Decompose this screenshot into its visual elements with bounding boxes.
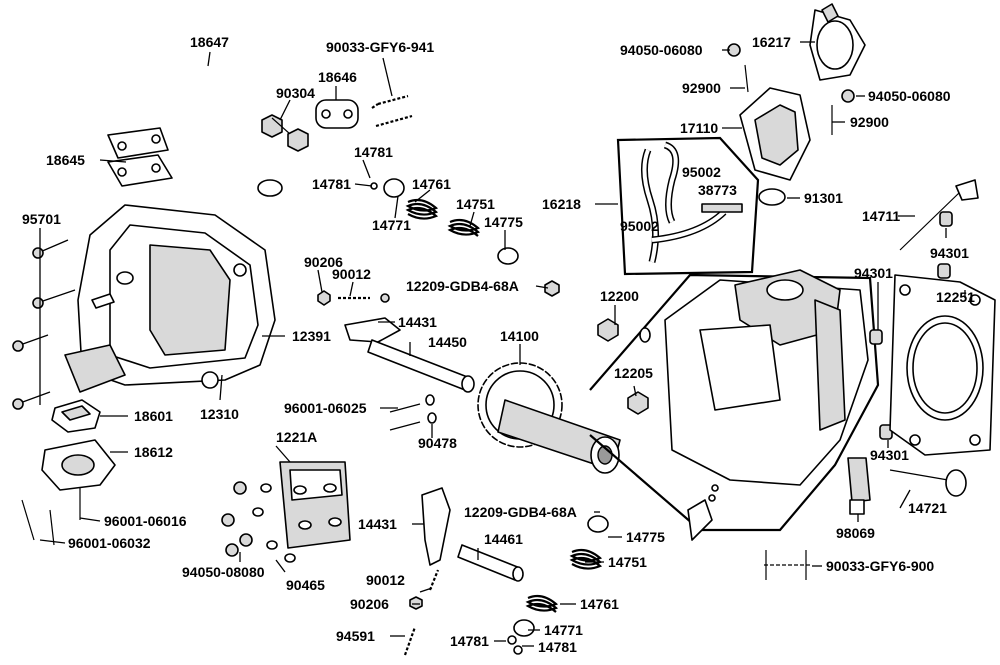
leader-lines [39, 41, 966, 647]
label-90033-gfy6-900: 90033-GFY6-900 [826, 558, 934, 574]
label-1221a: 1221A [276, 429, 317, 445]
adjuster-lower-drawing [403, 569, 440, 656]
label-18647: 18647 [190, 34, 229, 50]
label-90206-upper: 90206 [304, 254, 343, 270]
label-14781-lower-a: 14781 [450, 633, 489, 649]
label-96001-06025: 96001-06025 [284, 400, 367, 416]
label-16218: 16218 [542, 196, 581, 212]
adjuster-upper-drawing [317, 280, 560, 306]
label-98069: 98069 [836, 525, 875, 541]
plate-18601-drawing [51, 399, 101, 433]
label-18601: 18601 [134, 408, 173, 424]
label-12391: 12391 [292, 328, 331, 344]
label-92900-b: 92900 [850, 114, 889, 130]
rocker-holder-1221A-drawing [279, 461, 351, 549]
label-14751-lower: 14751 [608, 554, 647, 570]
cylinder-head-12200-drawing [589, 269, 880, 541]
label-14431-upper: 14431 [398, 314, 437, 330]
valve-spring-set-lower-drawing [507, 515, 609, 655]
label-14711: 14711 [862, 208, 900, 224]
label-14100: 14100 [500, 328, 539, 344]
label-94301-b: 94301 [854, 265, 893, 281]
label-96001-06016: 96001-06016 [104, 513, 187, 529]
label-18645: 18645 [46, 152, 85, 168]
part-labels: 18647 90033-GFY6-941 90304 18646 18645 1… [22, 34, 975, 655]
label-14781-lower-b: 14781 [538, 639, 577, 655]
spark-plug-98069-drawing [847, 457, 871, 515]
label-90012-upper: 90012 [332, 266, 371, 282]
label-94050-06080-b: 94050-06080 [868, 88, 951, 104]
label-14721: 14721 [908, 500, 947, 516]
bolts-96001-06025-drawing [389, 394, 437, 431]
label-38773: 38773 [698, 182, 737, 198]
label-14461: 14461 [484, 531, 523, 547]
label-18646: 18646 [318, 69, 357, 85]
label-95002-b: 95002 [620, 218, 659, 234]
breather-pipe-18647-drawing [107, 61, 283, 197]
label-14775-upper: 14775 [484, 214, 523, 230]
rocker-arm-lower-drawing [421, 487, 524, 582]
label-12209-gdb4-68a-upper: 12209-GDB4-68A [406, 278, 519, 294]
studs-90033-900-drawing [764, 550, 812, 580]
label-12251: 12251 [936, 289, 975, 305]
bolts-95701-drawing [12, 239, 76, 410]
nuts-94050-08080-drawing [221, 481, 296, 563]
label-94591: 94591 [336, 628, 375, 644]
label-92900-a: 92900 [682, 80, 721, 96]
label-94050-06080-a: 94050-06080 [620, 42, 703, 58]
label-12205: 12205 [614, 365, 653, 381]
label-90033-gfy6-941: 90033-GFY6-941 [326, 39, 434, 55]
gasket-18645-drawing [107, 154, 173, 187]
label-14781-upper-a: 14781 [354, 144, 393, 160]
label-14775-lower: 14775 [626, 529, 665, 545]
label-12310: 12310 [200, 406, 239, 422]
rocker-arm-upper-drawing [344, 317, 475, 393]
valve-cover-12310-drawing [64, 204, 276, 393]
dowels-94301-drawing [869, 211, 953, 440]
label-95701: 95701 [22, 211, 61, 227]
label-94050-08080: 94050-08080 [182, 564, 265, 580]
valve-14711-drawing [899, 179, 979, 251]
label-14771-lower: 14771 [544, 622, 583, 638]
label-90304: 90304 [276, 85, 315, 101]
valve-spring-set-upper-drawing [370, 178, 519, 265]
studs-90033-941-drawing [371, 94, 413, 128]
label-94301-a: 94301 [930, 245, 969, 261]
label-14761-lower: 14761 [580, 596, 619, 612]
label-14431-lower: 14431 [358, 516, 397, 532]
head-gasket-12251-drawing [889, 274, 996, 456]
bolts-90304-drawing [261, 114, 309, 152]
label-14771-upper: 14771 [372, 217, 411, 233]
label-95002-a: 95002 [682, 164, 721, 180]
valve-14721-drawing [889, 469, 967, 497]
plate-18612-drawing [41, 439, 116, 491]
label-90012-lower: 90012 [366, 572, 405, 588]
intake-manifold-17110-drawing [727, 3, 866, 206]
label-14781-upper-b: 14781 [312, 176, 351, 192]
label-94301-c: 94301 [870, 447, 909, 463]
bolts-96001-drawing [21, 488, 81, 546]
label-14751-upper: 14751 [456, 196, 495, 212]
label-90478: 90478 [418, 435, 457, 451]
hose-set-16218-drawing [616, 136, 760, 276]
label-91301: 91301 [804, 190, 843, 206]
label-17110: 17110 [680, 120, 718, 136]
label-96001-06032: 96001-06032 [68, 535, 151, 551]
label-18612: 18612 [134, 444, 173, 460]
label-14761-upper: 14761 [412, 176, 451, 192]
gasket-18646-drawing [315, 99, 359, 129]
label-90465: 90465 [286, 577, 325, 593]
label-16217: 16217 [752, 34, 791, 50]
label-12209-gdb4-68a-lower: 12209-GDB4-68A [464, 504, 577, 520]
label-12200: 12200 [600, 288, 639, 304]
label-14450: 14450 [428, 334, 467, 350]
label-90206-lower: 90206 [350, 596, 389, 612]
